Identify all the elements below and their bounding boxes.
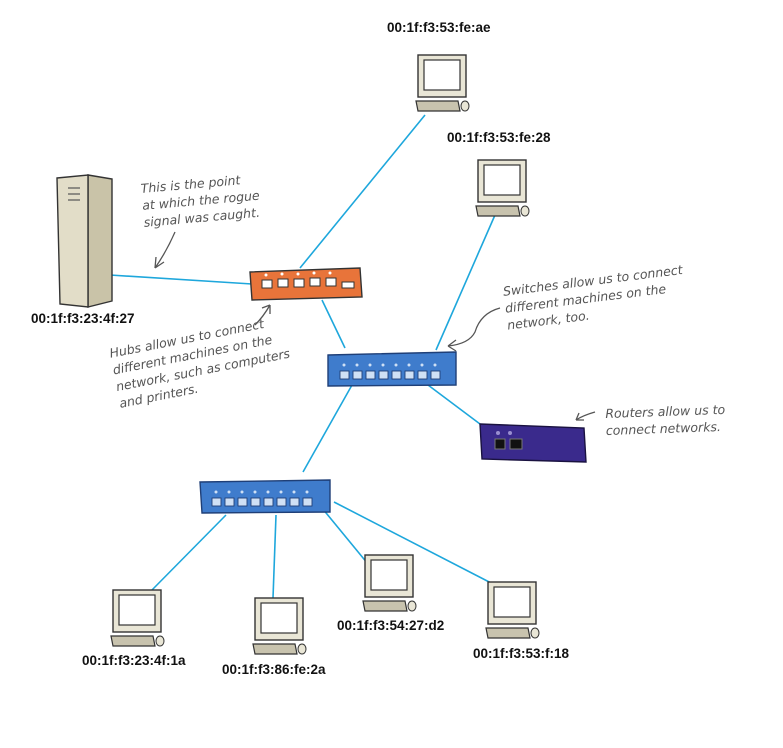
cable-switch-second-computer <box>435 214 496 351</box>
cable-switch-lower-switch <box>302 384 353 473</box>
cable-hub-switch <box>321 299 346 349</box>
router-device <box>479 423 587 463</box>
arrow-hubs <box>254 304 271 326</box>
switch-device-lower <box>199 479 331 514</box>
hub-device <box>249 267 363 301</box>
cable-lower-switch-c4 <box>333 501 496 586</box>
label-bottom-right-computer: 00:1f:f3:53:f:18 <box>473 646 570 661</box>
computer-second <box>475 159 530 217</box>
cable-hub-top-computer <box>299 114 426 269</box>
arrow-switches <box>447 307 501 352</box>
label-second-computer: 00:1f:f3:53:fe:28 <box>447 130 551 145</box>
server-tower <box>56 174 113 308</box>
switch-device-central <box>327 351 457 387</box>
cable-switch-router <box>427 384 481 425</box>
arrow-rogue-signal <box>154 231 176 269</box>
label-bottom-second-computer: 00:1f:f3:86:fe:2a <box>222 662 326 677</box>
annotation-routers: Routers allow us to connect networks. <box>605 401 726 438</box>
cables <box>109 114 496 599</box>
arrow-routers <box>575 411 596 421</box>
computer-bottom-2 <box>252 597 307 655</box>
label-bottom-third-computer: 00:1f:f3:54:27:d2 <box>337 618 445 633</box>
computer-top <box>415 54 470 112</box>
label-top-computer: 00:1f:f3:53:fe:ae <box>387 20 491 35</box>
computer-bottom-4 <box>485 581 540 639</box>
annotation-rogue-signal: This is the point at which the rogue sig… <box>140 172 261 230</box>
computer-bottom-3 <box>362 554 417 612</box>
cable-lower-switch-c1 <box>149 514 227 593</box>
cable-lower-switch-c2 <box>272 514 277 599</box>
cable-server-hub <box>109 274 253 285</box>
computer-bottom-1 <box>110 589 165 647</box>
label-server: 00:1f:f3:23:4f:27 <box>31 311 135 326</box>
cable-lower-switch-c3 <box>321 507 369 565</box>
label-bottom-left-computer: 00:1f:f3:23:4f:1a <box>82 653 186 668</box>
annotation-arrows <box>154 231 596 421</box>
